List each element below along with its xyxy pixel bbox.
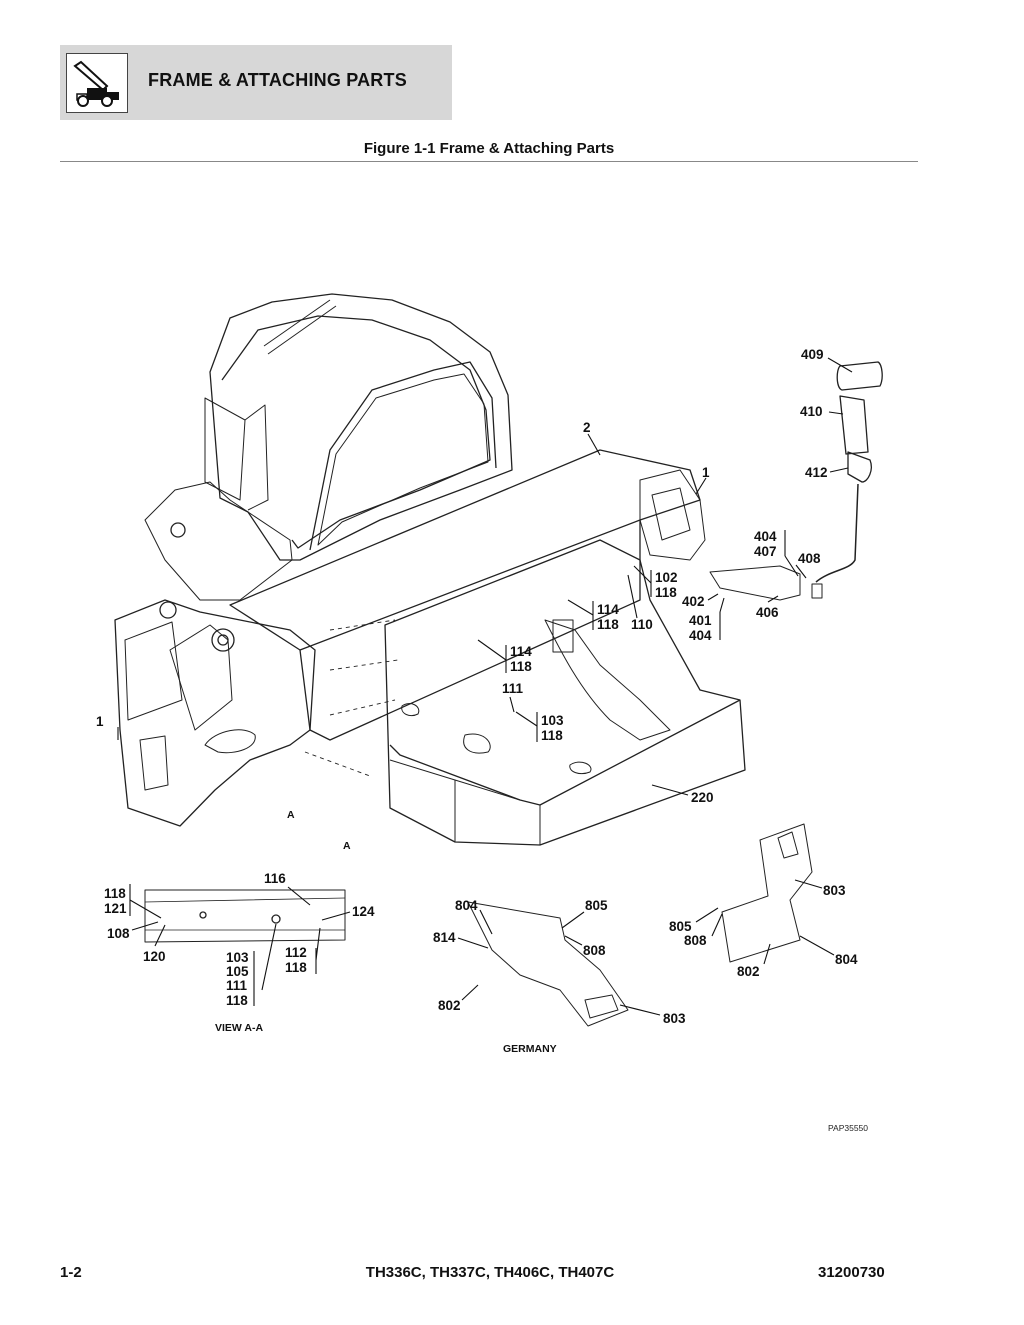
- callout-118-b: 118: [597, 617, 619, 632]
- callout-1-top: 1: [702, 465, 710, 480]
- callout-402: 402: [682, 594, 705, 609]
- figure-caption: Figure 1-1 Frame & Attaching Parts: [363, 140, 615, 157]
- callout-110: 110: [631, 617, 653, 632]
- callout-105: 105: [226, 964, 249, 979]
- callout-124: 124: [352, 904, 375, 919]
- callout-118-e: 118: [104, 886, 126, 901]
- callout-803-b: 803: [823, 883, 846, 898]
- mirror-arm: [709, 565, 801, 601]
- callout-118-d: 118: [541, 728, 563, 743]
- callout-2: 2: [583, 420, 591, 435]
- germany-bracket-detail: [467, 901, 629, 1027]
- mirror-410: [839, 395, 869, 455]
- callout-814: 814: [433, 930, 456, 945]
- view-aa-detail: [144, 889, 346, 943]
- image-code: PAP35550: [828, 1123, 868, 1133]
- callout-1-left: 1: [96, 714, 104, 729]
- callout-118-f: 118: [226, 993, 248, 1008]
- callout-808: 808: [583, 943, 606, 958]
- callout-111-b: 111: [226, 978, 248, 993]
- callout-401: 401: [689, 613, 712, 628]
- callout-406: 406: [756, 605, 779, 620]
- document-number: 31200730: [818, 1264, 885, 1281]
- model-list: TH336C, TH337C, TH406C, TH407C: [365, 1264, 615, 1281]
- callout-114: 114: [597, 602, 619, 617]
- callout-410: 410: [800, 404, 823, 419]
- cab-illustration: [209, 293, 513, 561]
- callout-102: 102: [655, 570, 678, 585]
- view-marker-a-1: A: [287, 809, 295, 821]
- callout-220: 220: [691, 790, 714, 805]
- view-marker-a-2: A: [343, 840, 351, 852]
- callout-802-b: 802: [737, 964, 760, 979]
- right-bracket-detail: [721, 823, 813, 963]
- callout-116: 116: [264, 871, 286, 886]
- frame-beam: [229, 449, 701, 651]
- callout-118: 118: [655, 585, 677, 600]
- callout-121: 121: [104, 901, 127, 916]
- callout-103-b: 103: [226, 950, 249, 965]
- callout-108: 108: [107, 926, 130, 941]
- callout-103: 103: [541, 713, 564, 728]
- callout-804-b: 804: [835, 952, 858, 967]
- callout-404-b: 404: [689, 628, 712, 643]
- view-aa-label: VIEW A-A: [215, 1022, 263, 1034]
- callout-408: 408: [798, 551, 821, 566]
- callout-802: 802: [438, 998, 461, 1013]
- mirror-412: [847, 451, 872, 483]
- caption-divider: [60, 161, 918, 162]
- page-number: 1-2: [60, 1264, 82, 1281]
- callout-111: 111: [502, 681, 524, 696]
- callout-409: 409: [801, 347, 824, 362]
- callout-412: 412: [805, 465, 828, 480]
- telehandler-icon: [66, 53, 128, 113]
- callout-803: 803: [663, 1011, 686, 1026]
- callout-120: 120: [143, 949, 166, 964]
- callout-112: 112: [285, 945, 307, 960]
- callout-404: 404: [754, 529, 777, 544]
- callout-804: 804: [455, 898, 478, 913]
- callout-808-b: 808: [684, 933, 707, 948]
- callout-407: 407: [754, 544, 777, 559]
- callout-805: 805: [585, 898, 608, 913]
- callout-805-b: 805: [669, 919, 692, 934]
- germany-label: GERMANY: [503, 1043, 557, 1055]
- callout-118-g: 118: [285, 960, 307, 975]
- page-title: FRAME & ATTACHING PARTS: [148, 70, 407, 90]
- mirror-409: [836, 361, 883, 391]
- callout-114-b: 114: [510, 644, 532, 659]
- callout-118-c: 118: [510, 659, 532, 674]
